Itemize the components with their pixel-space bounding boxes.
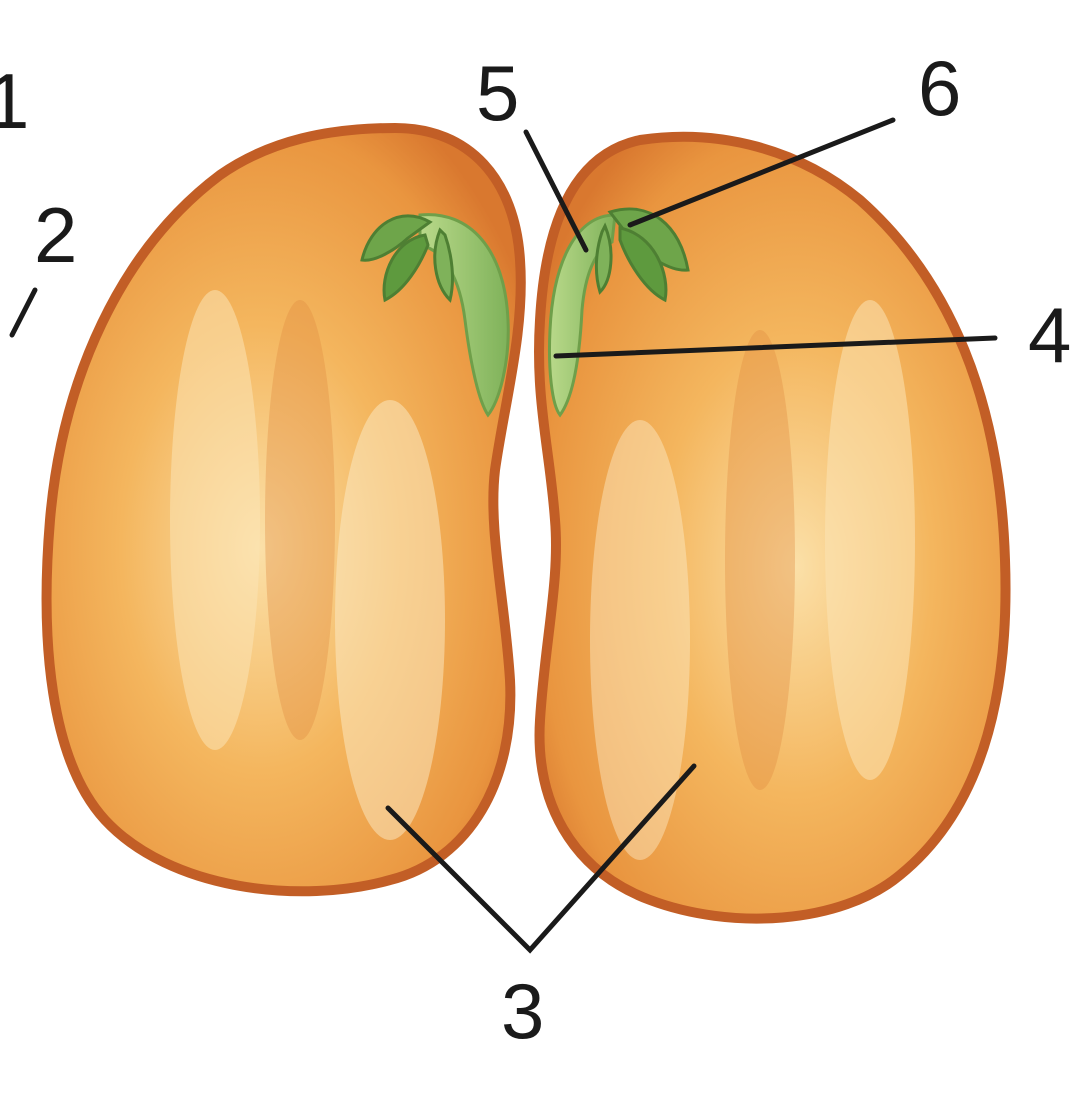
- label-6: 6: [918, 44, 961, 132]
- leader-line-2: [12, 290, 35, 335]
- label-5: 5: [476, 49, 519, 137]
- label-2: 2: [34, 191, 77, 279]
- label-3: 3: [501, 967, 544, 1055]
- label-4: 4: [1028, 291, 1071, 379]
- label-1: 1: [0, 57, 29, 145]
